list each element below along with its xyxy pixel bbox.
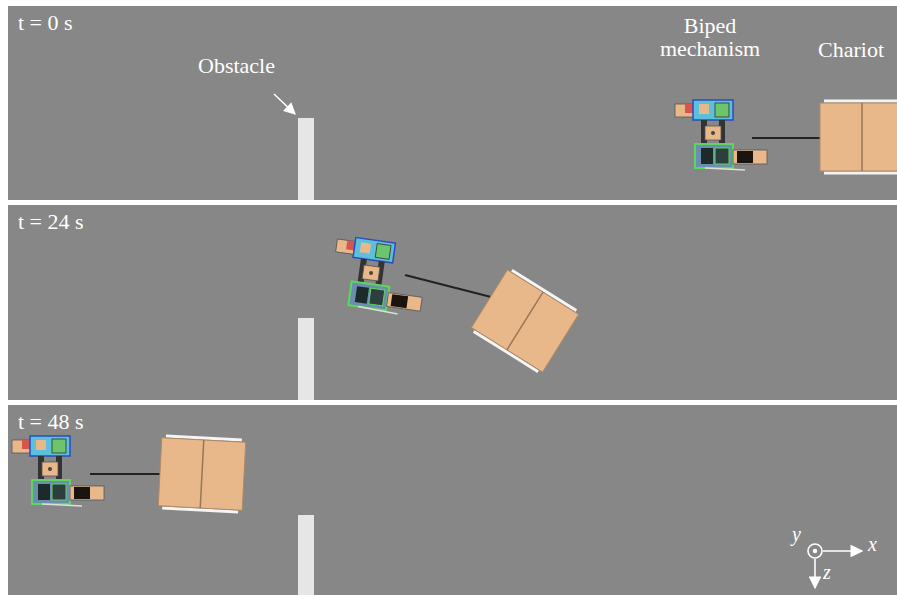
time-panel: t = 48 s xyxy=(8,405,897,595)
tow-rod xyxy=(405,275,495,298)
axis-triad xyxy=(808,544,862,588)
panel-ground xyxy=(8,205,897,400)
time-label: t = 24 s xyxy=(18,209,84,235)
obstacle xyxy=(298,515,314,595)
leader-line xyxy=(274,94,295,114)
obstacle xyxy=(298,118,314,200)
axis-label: y xyxy=(792,524,801,545)
axis-label: x xyxy=(868,534,877,555)
panel-ground xyxy=(8,405,897,595)
time-label: t = 0 s xyxy=(18,10,73,36)
time-panel: t = 24 s xyxy=(8,205,897,400)
biped-mechanism xyxy=(12,436,104,506)
axis-label: z xyxy=(823,562,831,583)
part-label: Obstacle xyxy=(198,54,275,77)
part-label: Chariot xyxy=(818,38,884,61)
biped-mechanism xyxy=(328,235,429,317)
tow-rod xyxy=(752,137,822,139)
biped-mechanism xyxy=(675,100,767,170)
time-panel: t = 0 s xyxy=(8,6,897,200)
panel-ground xyxy=(8,6,897,200)
chariot xyxy=(820,101,897,173)
chariot xyxy=(158,436,246,512)
part-label: Biped mechanism xyxy=(648,14,772,60)
tow-rod xyxy=(90,473,162,475)
obstacle xyxy=(298,318,314,400)
chariot xyxy=(470,268,579,374)
time-label: t = 48 s xyxy=(18,409,84,435)
